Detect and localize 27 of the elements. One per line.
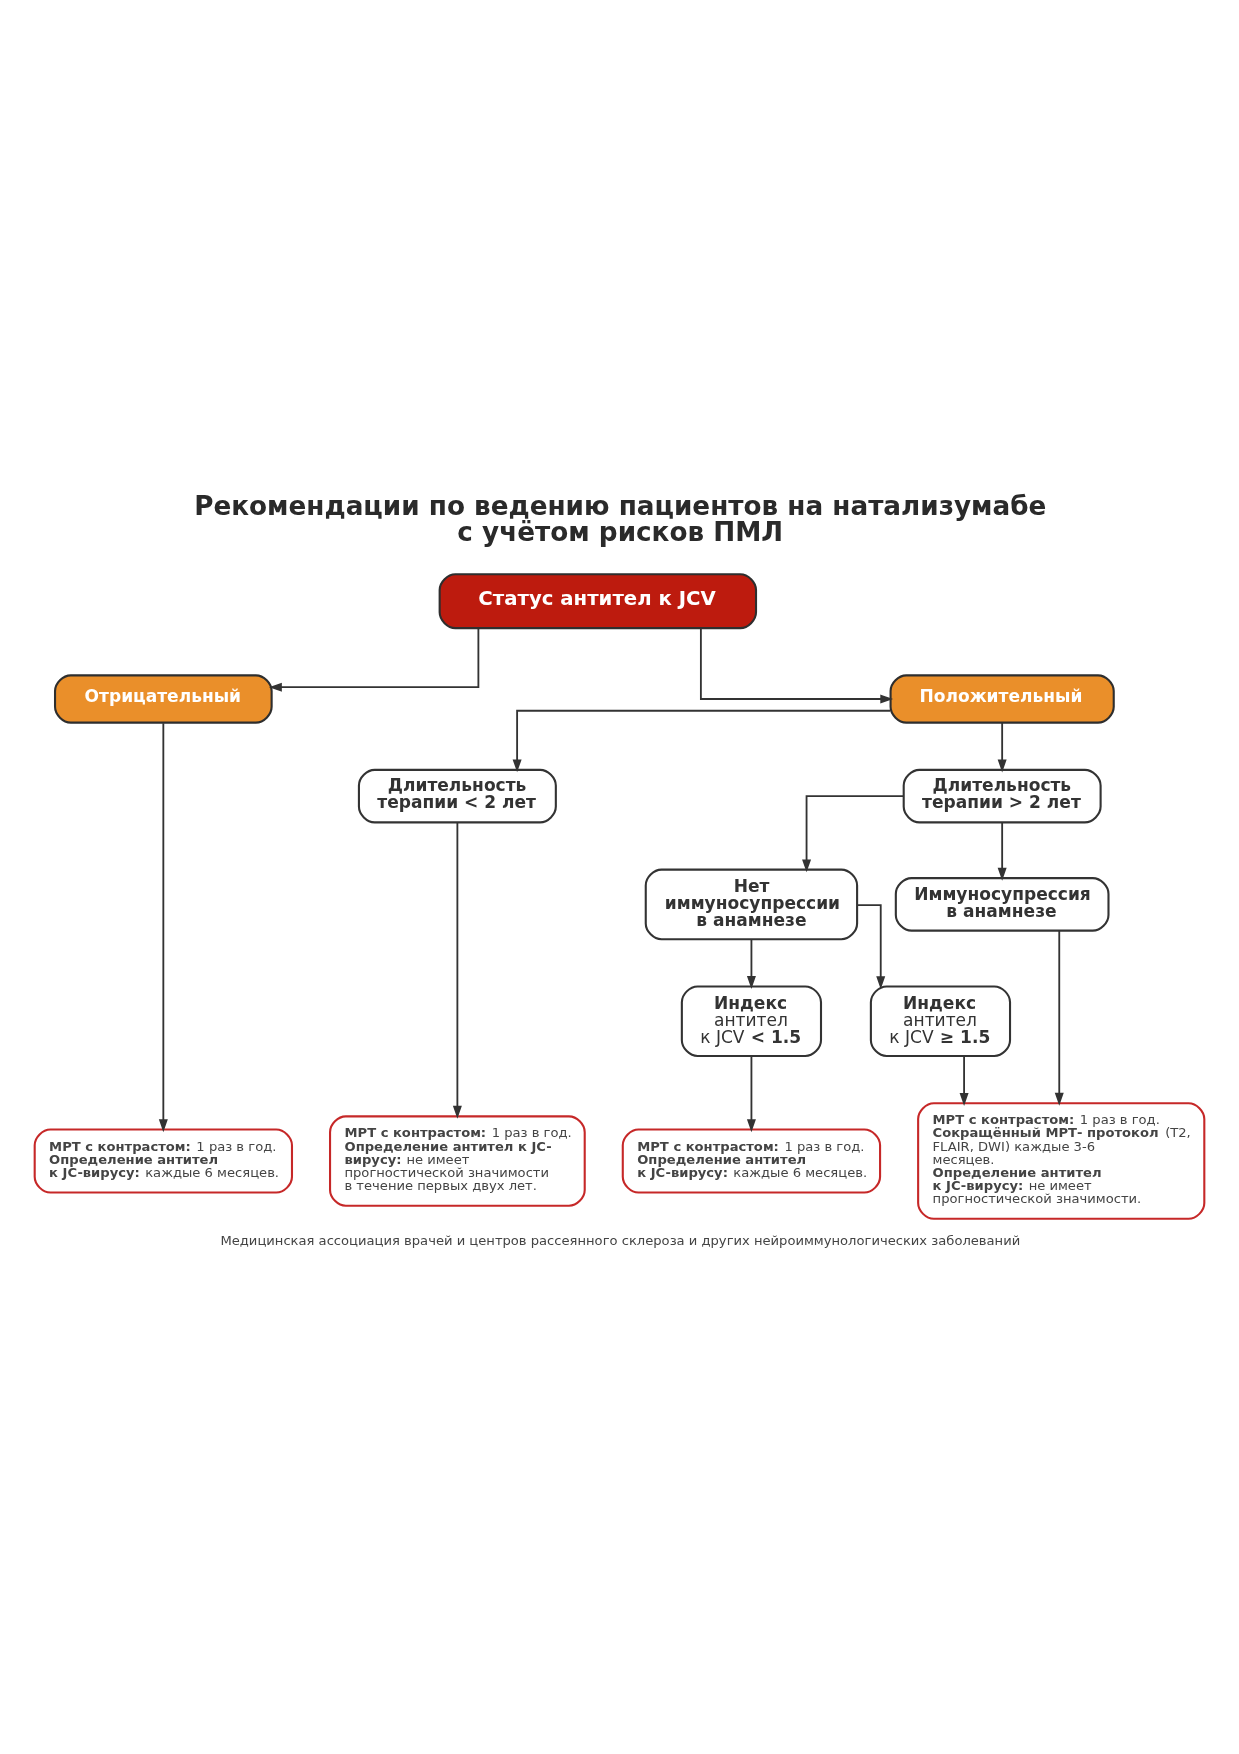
node-box: Индекс антител к JCV < 1.5 <box>680 984 823 1057</box>
node-box: Нет иммуносупрессии в анамнезе <box>644 868 859 940</box>
arrow <box>158 721 168 1132</box>
arrow <box>268 626 480 692</box>
arrow <box>699 627 894 703</box>
node-box: Длительность терапии < 2 лет <box>357 768 557 823</box>
node-box: МРТ с контрастом: 1 раз в год. Определение антител к JC-вирусу: каждые 6 месяцев. <box>33 1128 294 1194</box>
arrow <box>997 821 1007 881</box>
arrow <box>746 1054 756 1132</box>
arrow <box>802 794 905 872</box>
diagram-title: Рекомендации по ведению пациентов на натализумабе с учётом рисков ПМЛ <box>194 490 1047 547</box>
arrow <box>997 721 1007 772</box>
caption: Медицинская ассоциация врачей и центров рассеянного склероза и других нейроиммунологических заболеваний <box>220 1232 1021 1248</box>
node-box: МРТ с контрастом: 1 раз в год. Определение антител к JC- вирусу: не имеет прогностической значимости в течение первых двух лет. <box>329 1114 586 1207</box>
node-box: Статус антител к JCV <box>438 572 758 629</box>
node-box: Индекс антител к JCV ≥ 1.5 <box>869 984 1012 1057</box>
arrow <box>452 821 462 1119</box>
node-box: Отрицательный <box>54 673 273 724</box>
arrow <box>512 709 892 772</box>
node-box: Иммуносупрессия в анамнезе <box>894 876 1110 932</box>
node-box: Длительность терапии > 2 лет <box>902 768 1102 823</box>
node-box: МРТ с контрастом: 1 раз в год. Сокращённый МРТ- протокол (T2, FLAIR, DWI) каждые 3-6 месяцев. Определение антител к JC-вирусу: не имеет прогностической значимости. <box>917 1101 1206 1220</box>
arrow <box>1054 929 1064 1106</box>
arrow <box>746 938 756 989</box>
node-box: Положительный <box>889 673 1115 724</box>
arrow <box>959 1054 969 1106</box>
node-box: МРТ с контрастом: 1 раз в год. Определение антител к JC-вирусу: каждые 6 месяцев. <box>621 1128 882 1194</box>
